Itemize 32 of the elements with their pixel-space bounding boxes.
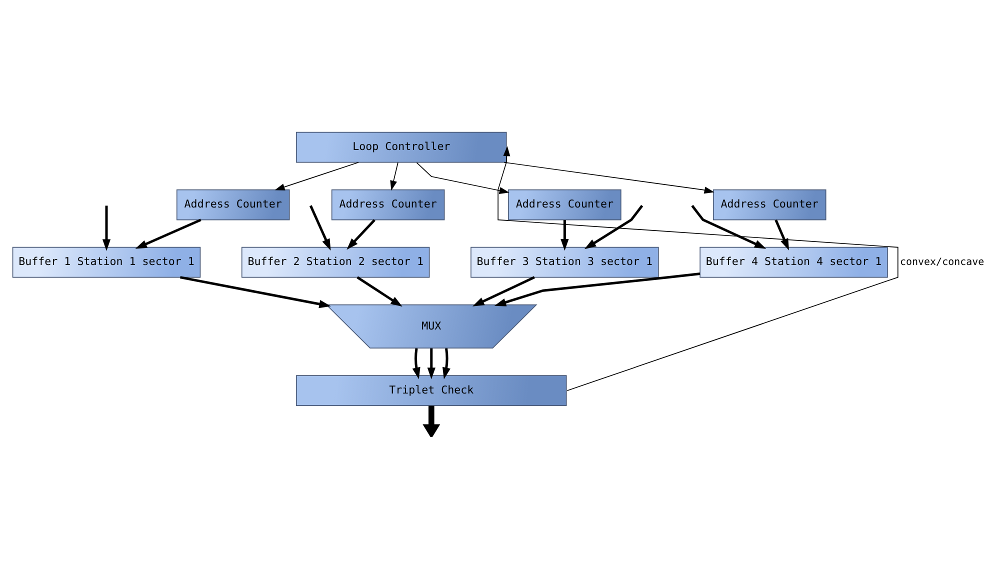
arrow	[584, 204, 644, 249]
arrow	[472, 276, 535, 306]
node-box: Triplet Check	[296, 374, 567, 406]
arrow	[180, 276, 331, 308]
node-box: Buffer 2 Station 2 sector 1	[241, 246, 430, 278]
arrow	[494, 272, 700, 306]
arrow	[498, 146, 898, 390]
arrow	[416, 162, 510, 194]
node-box: Loop Controller	[296, 131, 507, 162]
node-box: Address Counter	[176, 188, 290, 220]
arrow	[412, 348, 420, 379]
arrow	[422, 405, 440, 436]
arrow	[427, 348, 436, 379]
arrow	[560, 220, 569, 250]
node-box: Buffer 1 Station 1 sector 1	[12, 246, 201, 278]
arrow	[390, 162, 398, 190]
arrow	[774, 219, 789, 250]
node-box: Address Counter	[508, 188, 622, 220]
arrow	[442, 348, 450, 379]
arrow	[691, 204, 766, 248]
edge-label: convex/concave	[900, 256, 984, 268]
arrow	[135, 218, 202, 248]
node-box: Address Counter	[331, 188, 445, 220]
arrow	[274, 161, 359, 190]
arrow	[102, 205, 111, 250]
node-box: Buffer 3 Station 3 sector 1	[470, 246, 659, 278]
arrow	[504, 161, 714, 194]
arrow	[309, 204, 331, 250]
arrow	[346, 218, 376, 250]
arrow	[356, 276, 402, 306]
node-box: Buffer 4 Station 4 sector 1	[700, 246, 888, 278]
node-box: Address Counter	[712, 188, 826, 220]
